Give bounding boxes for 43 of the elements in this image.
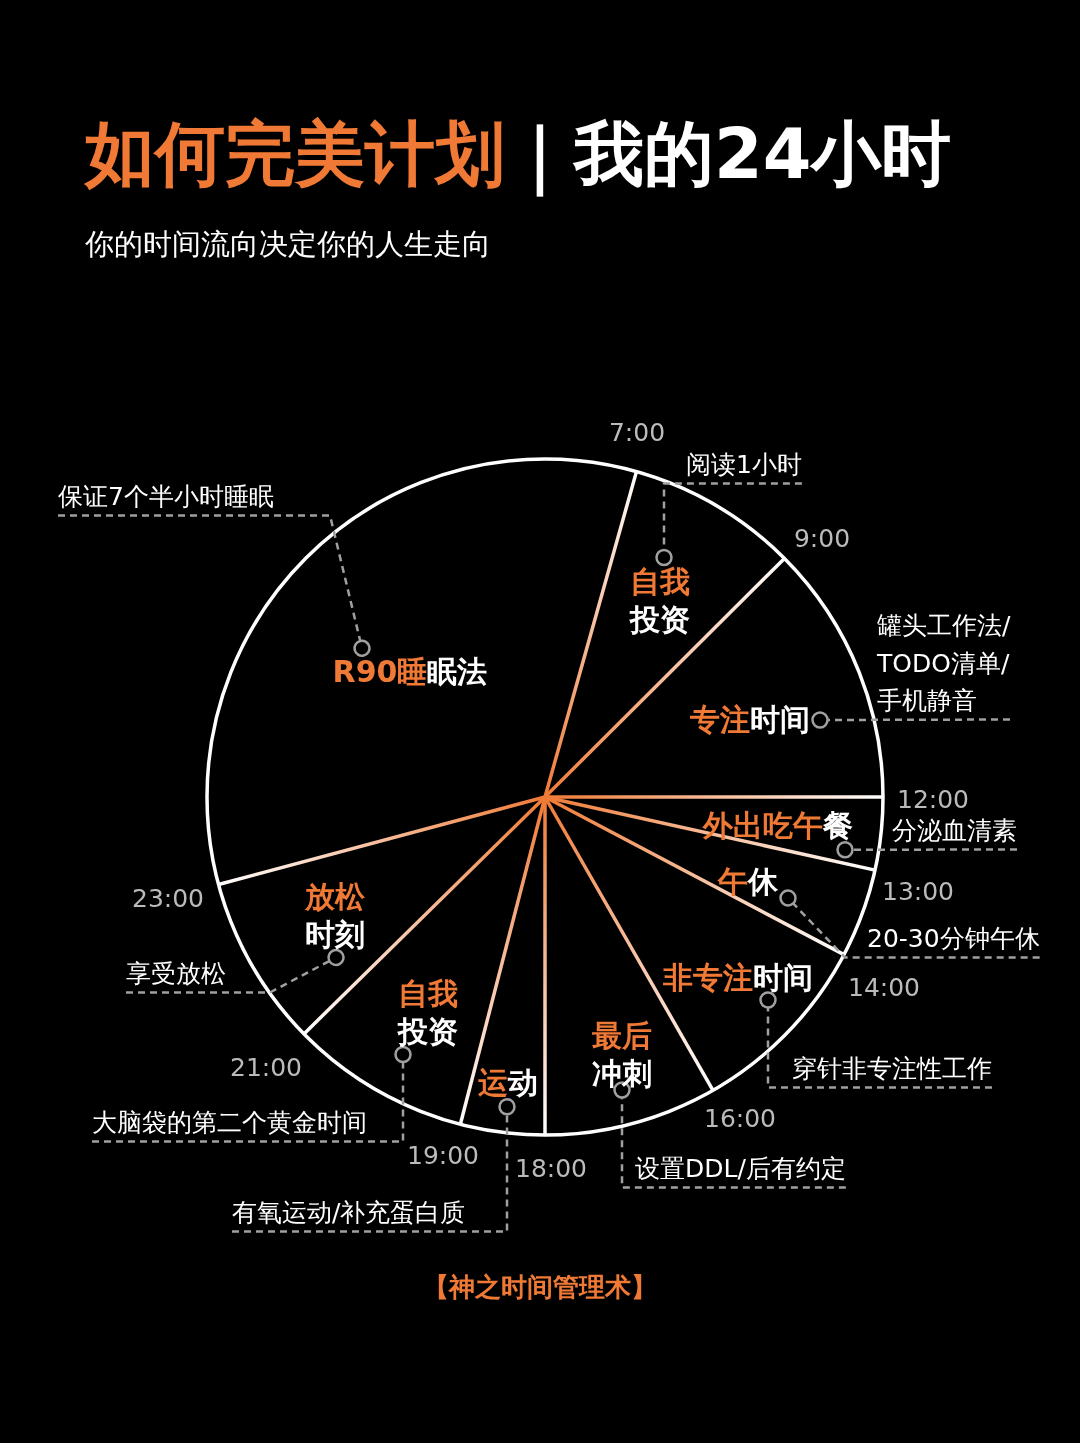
time-label: 14:00: [848, 972, 920, 1002]
leader-line: [811, 711, 1010, 729]
leader-line: [232, 1098, 516, 1233]
annotation-text: 保证7个半小时睡眠: [58, 478, 274, 516]
time-label: 21:00: [230, 1052, 302, 1082]
time-label: 23:00: [132, 883, 204, 913]
leader-line: [92, 1045, 412, 1143]
time-label: 16:00: [704, 1103, 776, 1133]
sector-label: 最后冲刺: [579, 1011, 665, 1097]
sector-label: 专注时间: [680, 696, 820, 744]
annotation-text: 罐头工作法/TODO清单/手机静音: [877, 607, 1025, 720]
time-label: 12:00: [897, 784, 969, 814]
annotation-text: 设置DDL/后有约定: [635, 1150, 846, 1188]
time-label: 18:00: [515, 1153, 587, 1183]
sector-label: 午休: [708, 858, 788, 906]
sector-label: 放松时刻: [292, 872, 378, 958]
sector-label: 自我投资: [385, 969, 471, 1055]
leader-line: [126, 948, 345, 994]
leader-line: [779, 889, 1040, 959]
sector-label: 外出吃午餐: [693, 802, 863, 850]
time-label: 13:00: [882, 876, 954, 906]
sector-label: 运动: [468, 1059, 548, 1107]
caption: 【神之时间管理术】: [422, 1271, 658, 1304]
annotation-text: 20-30分钟午休: [867, 920, 1040, 958]
annotation-text: 有氧运动/补充蛋白质: [232, 1194, 466, 1232]
annotation-text: 享受放松: [126, 955, 226, 993]
sector-label: 非专注时间: [653, 954, 823, 1002]
subtitle: 你的时间流向决定你的人生走向: [85, 226, 491, 263]
annotation-text: 分泌血清素: [892, 812, 1017, 850]
time-label: 7:00: [608, 417, 666, 447]
leader-line: [613, 1081, 846, 1189]
sector-label: R90睡眠法: [322, 648, 498, 696]
time-label: 9:00: [793, 523, 851, 553]
title: 如何完美计划｜我的24小时: [85, 112, 952, 199]
annotation-text: 阅读1小时: [686, 446, 802, 484]
time-label: 19:00: [407, 1140, 479, 1170]
annotation-text: 穿针非专注性工作: [792, 1050, 992, 1088]
annotation-text: 大脑袋的第二个黄金时间: [92, 1104, 367, 1142]
leader-line: [655, 482, 802, 567]
sector-label: 自我投资: [617, 557, 703, 643]
leader-line: [759, 991, 992, 1089]
leader-line: [836, 841, 1017, 859]
leader-line: [58, 514, 371, 657]
